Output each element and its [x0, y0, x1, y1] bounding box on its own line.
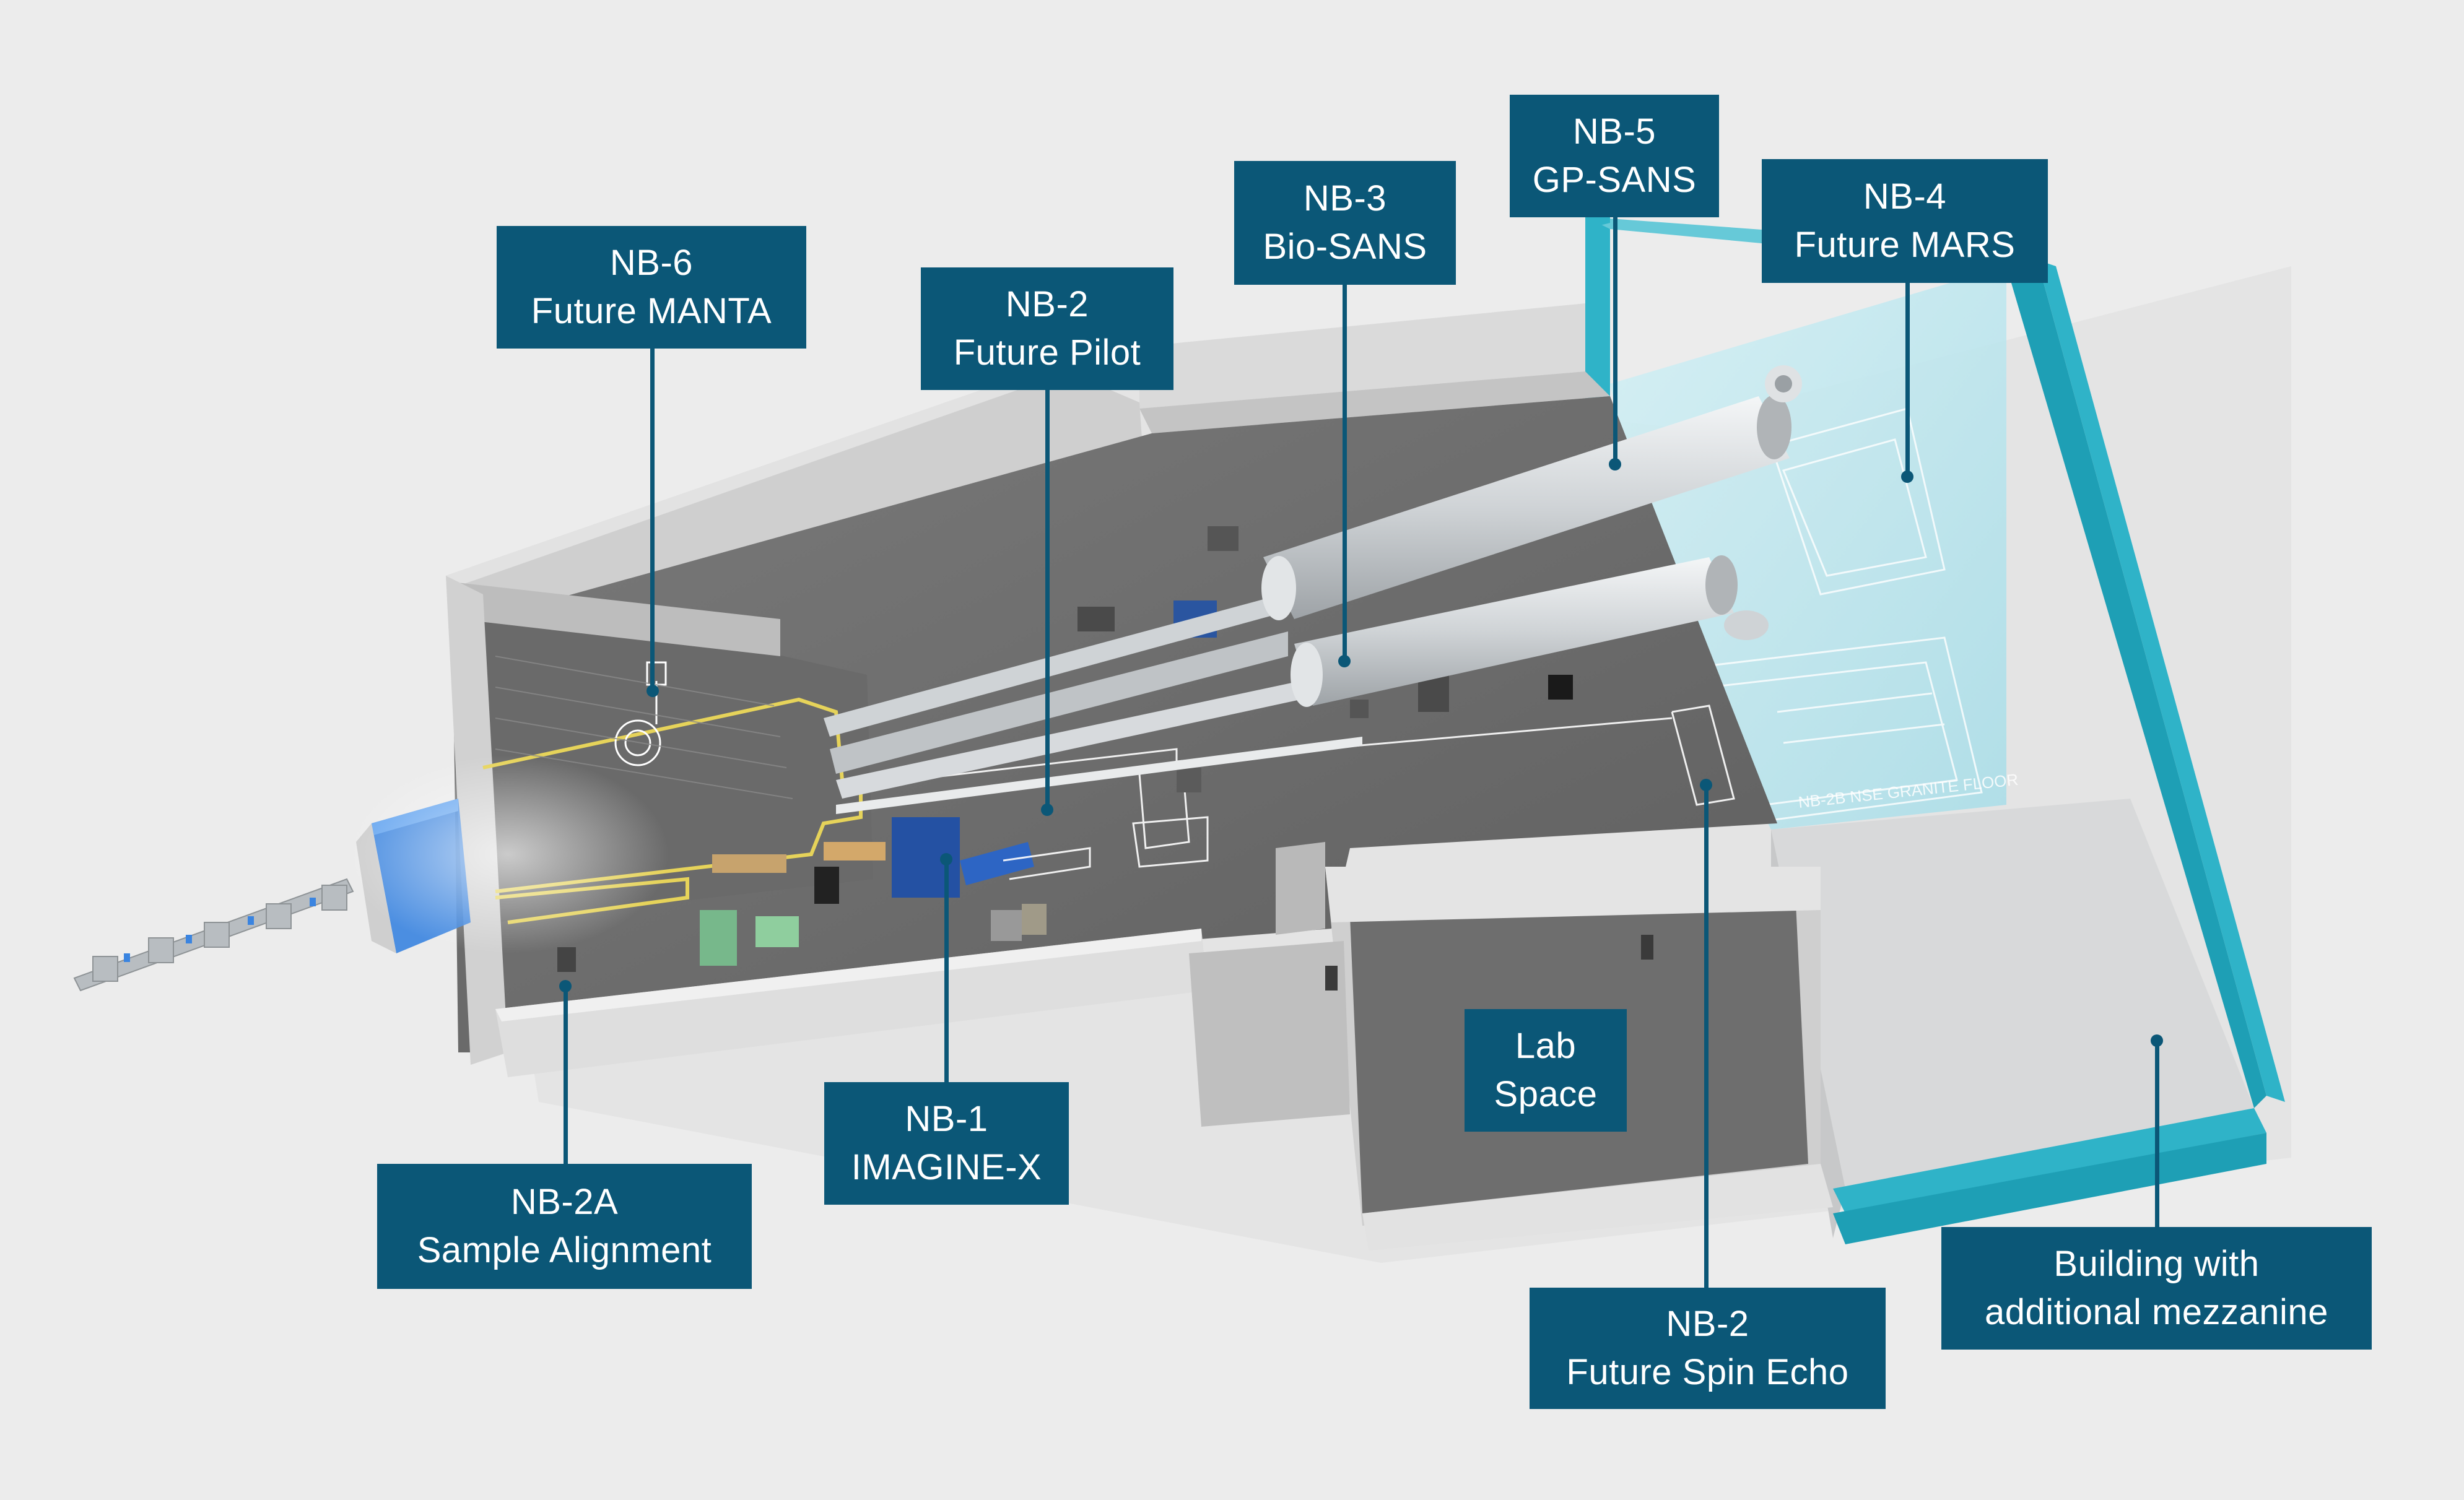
label-nb6-line2: Future MANTA: [531, 291, 772, 331]
leader-dot-nb3: [1338, 655, 1351, 667]
label-lab-line1: Lab: [1515, 1026, 1577, 1066]
leader-dot-nb5: [1609, 458, 1621, 470]
label-nb2a-line2: Sample Alignment: [417, 1230, 712, 1270]
beam-lines: [824, 365, 1802, 814]
leader-dot-nb1: [940, 853, 952, 865]
leader-nb1: [944, 857, 949, 1083]
leader-nb2-pilot: [1045, 389, 1050, 810]
label-nb2-se-line1: NB-2: [1666, 1304, 1749, 1344]
leader-nb2-spin-echo: [1704, 783, 1709, 1288]
leader-nb3: [1343, 285, 1347, 662]
label-nb4-future-mars: NB-4 Future MARS: [1762, 159, 2048, 283]
label-lab-line2: Space: [1494, 1074, 1598, 1114]
label-nb1-line2: IMAGINE-X: [851, 1147, 1042, 1187]
label-lab-space: Lab Space: [1465, 1009, 1627, 1132]
leader-dot-building: [2151, 1034, 2163, 1047]
label-nb5-line1: NB-5: [1572, 111, 1656, 152]
label-nb4-line2: Future MARS: [1794, 225, 2016, 265]
label-nb5-gp-sans: NB-5 GP-SANS: [1510, 95, 1719, 217]
label-nb6-future-manta: NB-6 Future MANTA: [497, 226, 806, 349]
label-nb2a-line1: NB-2A: [510, 1182, 619, 1222]
label-nb3-bio-sans: NB-3 Bio-SANS: [1234, 161, 1456, 285]
leader-nb2a: [564, 984, 568, 1164]
leader-nb6: [650, 347, 655, 693]
leader-building: [2155, 1039, 2159, 1228]
label-nb2-pilot-line1: NB-2: [1005, 284, 1089, 324]
label-nb2-se-line2: Future Spin Echo: [1566, 1352, 1849, 1392]
label-nb3-line1: NB-3: [1303, 178, 1387, 219]
label-nb4-line1: NB-4: [1863, 176, 1947, 217]
leader-dot-nb2-spin-echo: [1700, 779, 1712, 791]
label-building-line1: Building with: [2053, 1244, 2260, 1284]
label-nb5-line2: GP-SANS: [1532, 160, 1697, 200]
leader-dot-nb6: [646, 685, 659, 697]
leader-dot-nb2-pilot: [1041, 804, 1053, 816]
leader-nb4: [1905, 283, 1910, 475]
leader-nb5: [1613, 217, 1617, 464]
label-nb6-line1: NB-6: [609, 243, 694, 283]
leader-dot-nb4: [1901, 470, 1913, 483]
label-nb2-future-spin-echo: NB-2 Future Spin Echo: [1530, 1288, 1886, 1409]
label-nb3-line2: Bio-SANS: [1263, 227, 1427, 267]
label-nb1-line1: NB-1: [905, 1099, 988, 1139]
label-building-mezzanine: Building with additional mezzanine: [1941, 1227, 2372, 1350]
label-nb2-pilot-line2: Future Pilot: [953, 332, 1141, 373]
label-nb2a-sample-alignment: NB-2A Sample Alignment: [377, 1164, 752, 1289]
label-nb2-future-pilot: NB-2 Future Pilot: [921, 267, 1173, 390]
label-building-line2: additional mezzanine: [1985, 1292, 2328, 1332]
label-nb1-imagine-x: NB-1 IMAGINE-X: [824, 1082, 1069, 1205]
leader-dot-nb2a: [559, 980, 572, 992]
